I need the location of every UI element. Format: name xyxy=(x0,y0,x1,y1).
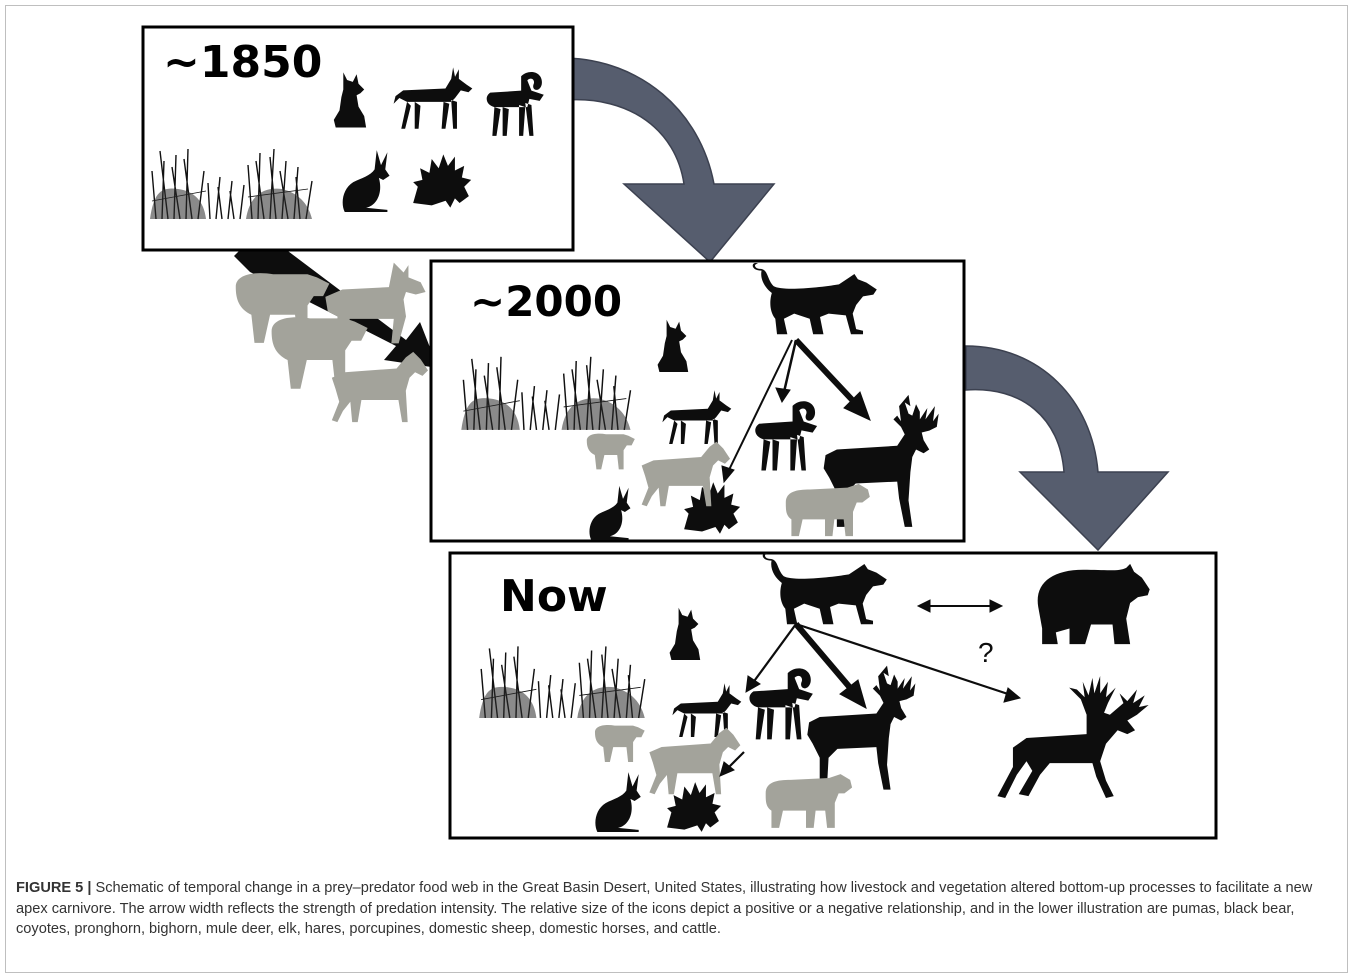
puma-bear-interaction-arrow xyxy=(916,599,1004,613)
figure-label: FIGURE 5 | xyxy=(16,880,92,896)
predation-arrowhead xyxy=(1003,687,1022,703)
transition-arrow-1850-2000 xyxy=(565,57,776,264)
predation-arrowhead xyxy=(775,387,791,404)
panel-title: Now xyxy=(500,571,608,622)
figure-frame xyxy=(5,5,1348,973)
question-mark: ? xyxy=(978,637,994,668)
panel-1850: ~1850 xyxy=(141,25,575,252)
transition-arrow-2000-now xyxy=(965,345,1170,552)
horse-icon xyxy=(331,351,429,423)
figure-caption: FIGURE 5 | Schematic of temporal change … xyxy=(16,878,1336,940)
predation-arrowhead xyxy=(721,465,735,484)
predation-arrowhead xyxy=(839,679,867,710)
predation-arrowhead xyxy=(719,761,735,777)
food-web-diagram: ~1850 ~2000 xyxy=(141,25,1218,840)
caption-text: Schematic of temporal change in a prey–p… xyxy=(16,880,1313,937)
panel-2000: ~2000 xyxy=(429,259,966,543)
predation-arrowhead xyxy=(843,391,871,421)
panel-title: ~2000 xyxy=(470,277,622,326)
panel-title: ~1850 xyxy=(163,37,322,88)
panel-now: Now xyxy=(448,551,1218,840)
predation-arrowhead xyxy=(745,675,761,693)
